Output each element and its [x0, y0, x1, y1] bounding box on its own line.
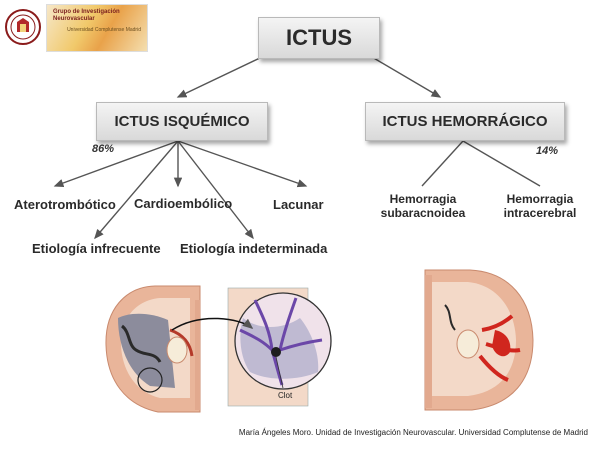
subtype-cardioembolico: Cardioembólico	[134, 196, 233, 211]
subtype-aterotrombotico: Aterotrombótico	[14, 197, 116, 212]
arrow-indeterminada	[177, 140, 254, 240]
subtype-infrecuente: Etiología infrecuente	[32, 241, 161, 256]
group-logo-university: Universidad Complutense Madrid	[67, 27, 141, 33]
ischemic-brain	[105, 285, 201, 413]
credit-text: María Ángeles Moro. Unidad de Investigac…	[238, 428, 588, 437]
hemorrhagic-label: ICTUS HEMORRÁGICO	[382, 113, 548, 130]
title-box: ICTUS	[258, 17, 380, 59]
subtype-lacunar: Lacunar	[273, 197, 324, 212]
ischemic-label: ICTUS ISQUÉMICO	[114, 113, 250, 130]
ischemic-percent: 86%	[92, 143, 115, 155]
clot-zoom-inset	[171, 287, 332, 407]
arrow-to-ischemic	[176, 56, 263, 98]
arrow-aterotrombotico	[53, 140, 179, 188]
subtype-intracerebral: Hemorragia intracerebral	[503, 192, 577, 220]
subtype-subaracnoidea: Hemorragia subaracnoidea	[380, 192, 466, 220]
hemorrhagic-percent: 14%	[536, 145, 559, 157]
clot-label: Clot	[278, 391, 293, 400]
subtype-indeterminada: Etiología indeterminada	[180, 241, 328, 256]
arrow-lacunar	[177, 140, 308, 188]
hemorrhagic-box: ICTUS HEMORRÁGICO	[365, 102, 565, 141]
arrow-intracerebral	[462, 140, 541, 187]
ischemic-box: ICTUS ISQUÉMICO	[96, 102, 268, 141]
research-group-logo: Grupo de Investigación Neurovascular Uni…	[46, 4, 148, 52]
university-seal-logo	[4, 4, 42, 50]
arrow-to-hemorrhagic	[371, 56, 442, 98]
arrow-subaracnoidea	[421, 140, 464, 187]
arrow-infrecuente	[94, 140, 179, 240]
group-logo-text: Grupo de Investigación Neurovascular	[53, 9, 120, 22]
page-title: ICTUS	[286, 25, 352, 50]
